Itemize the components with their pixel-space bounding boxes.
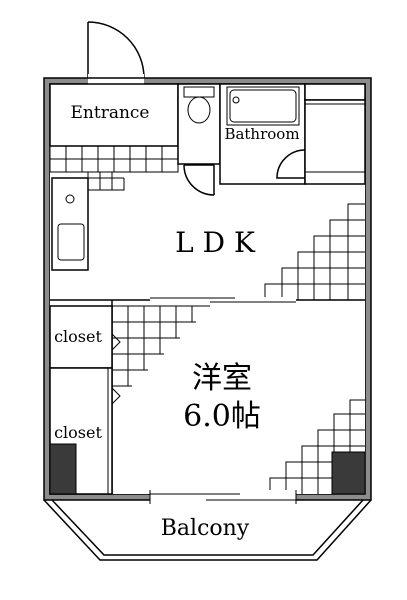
balcony-label: Balcony [161, 516, 250, 541]
closet-bottom-label: closet [54, 423, 102, 442]
ldk-floor-tiles-lower [264, 203, 365, 300]
closet-top-label: closet [54, 327, 102, 346]
closet-bottom: closet [49, 367, 121, 495]
kitchen-sink [57, 223, 85, 261]
bedroom-floor-tiles-lower [269, 399, 365, 494]
toilet-room [177, 83, 221, 165]
balcony-window[interactable] [149, 490, 297, 504]
bathroom-label: Bathroom [224, 125, 299, 143]
bedroom-label-line1: 洋室 [192, 361, 252, 396]
balcony: Balcony [43, 499, 372, 561]
ldk-label: L D K [175, 226, 256, 259]
bedroom-label-line2: 6.0帖 [183, 399, 261, 434]
toilet-bowl [187, 96, 211, 124]
structural-column-right [331, 451, 366, 495]
bathtub [226, 86, 300, 126]
stove-burner [65, 194, 75, 204]
bathroom: Bathroom [219, 83, 306, 185]
washroom [304, 83, 366, 185]
kitchen-counter [51, 177, 89, 271]
entrance-door[interactable] [87, 21, 145, 84]
entrance-label: Entrance [71, 103, 150, 123]
toilet-door[interactable] [183, 164, 215, 196]
bedroom-sliding-door[interactable] [150, 297, 296, 303]
entrance-room: Entrance [49, 83, 179, 147]
bedroom-floor-tiles-upper [112, 305, 210, 387]
ldk-room: L D K [50, 226, 365, 301]
structural-column-left [49, 443, 77, 495]
closet-top: closet [49, 305, 121, 369]
ldk-floor-tiles-upper [87, 172, 125, 191]
